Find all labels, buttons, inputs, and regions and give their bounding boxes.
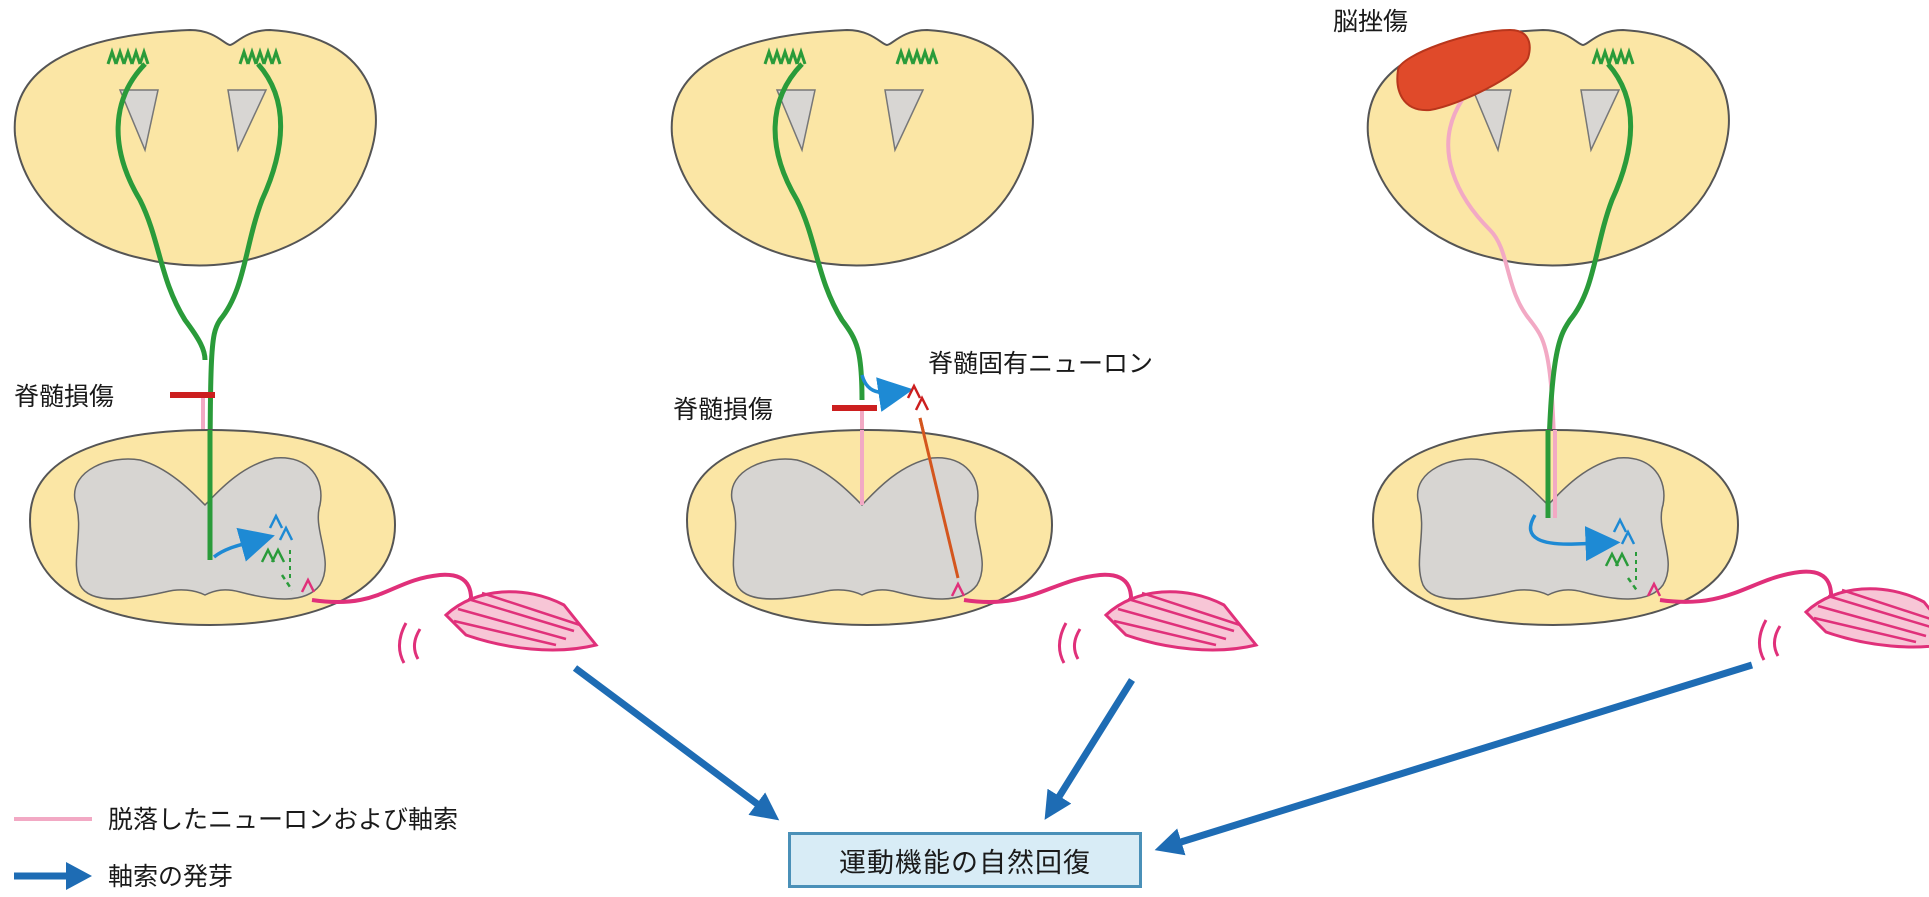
brain-section bbox=[15, 30, 376, 266]
legend: 脱落したニューロンおよび軸索 軸索の発芽 bbox=[14, 805, 458, 891]
label-spinal-injury: 脊髄損傷 bbox=[14, 382, 114, 411]
flow-arrow-middle bbox=[1052, 680, 1132, 808]
label-spinal-injury: 脊髄損傷 bbox=[673, 395, 773, 424]
flow-arrow-left bbox=[575, 668, 768, 812]
panel-brain-contusion: 脳挫傷 bbox=[1333, 7, 1929, 660]
result-box: 運動機能の自然回復 bbox=[788, 832, 1142, 888]
legend-sprout-arrowhead-icon bbox=[66, 862, 92, 890]
label-propriospinal-neuron: 脊髄固有ニューロン bbox=[928, 349, 1153, 378]
brain-section bbox=[672, 30, 1033, 266]
legend-sprout-label: 軸索の発芽 bbox=[108, 862, 233, 891]
label-brain-contusion: 脳挫傷 bbox=[1333, 7, 1408, 36]
flow-arrows bbox=[575, 665, 1752, 846]
result-label: 運動機能の自然回復 bbox=[839, 841, 1091, 880]
panel-propriospinal: 脊髄損傷 脊髄固有ニューロン bbox=[672, 30, 1256, 663]
flow-arrow-right bbox=[1168, 665, 1752, 846]
axon-sprout bbox=[862, 375, 896, 393]
panel-spinal-injury: 脊髄損傷 bbox=[14, 30, 596, 663]
legend-lost-label: 脱落したニューロンおよび軸索 bbox=[108, 805, 458, 834]
